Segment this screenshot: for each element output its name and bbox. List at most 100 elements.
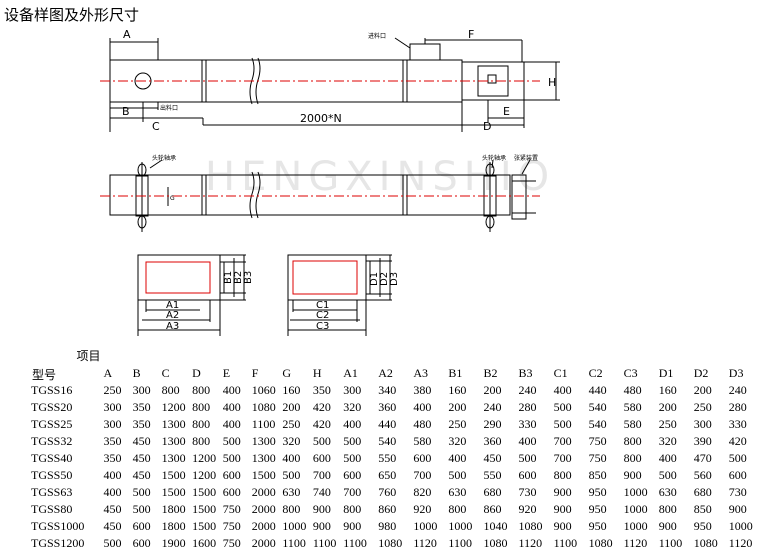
dim-A: A bbox=[123, 28, 131, 41]
value-cell: 360 bbox=[378, 400, 397, 414]
model-cell: TGSS20 bbox=[31, 400, 73, 414]
value-cell: 800 bbox=[192, 417, 211, 431]
value-cell: 800 bbox=[448, 502, 467, 516]
value-cell: 420 bbox=[312, 417, 331, 431]
model-cell: TGSS1200 bbox=[31, 536, 85, 550]
value-cell: 250 bbox=[693, 400, 712, 414]
value-cell: 600 bbox=[343, 468, 362, 482]
value-cell: 1080 bbox=[251, 400, 276, 414]
value-cell: 400 bbox=[518, 434, 537, 448]
value-cell: 1000 bbox=[623, 519, 648, 533]
value-cell: 1000 bbox=[448, 519, 473, 533]
value-cell: 450 bbox=[103, 502, 122, 516]
value-cell: 800 bbox=[343, 502, 362, 516]
value-cell: 240 bbox=[518, 383, 537, 397]
value-cell: 800 bbox=[623, 434, 642, 448]
value-cell: 250 bbox=[658, 417, 677, 431]
head-bearing-label: 头轮轴承 bbox=[152, 154, 176, 162]
value-cell: 450 bbox=[132, 468, 151, 482]
value-cell: 400 bbox=[413, 400, 432, 414]
column-header: D3 bbox=[728, 366, 744, 380]
value-cell: 1300 bbox=[161, 451, 186, 465]
value-cell: 850 bbox=[693, 502, 712, 516]
value-cell: 900 bbox=[658, 519, 677, 533]
column-header: C3 bbox=[623, 366, 638, 380]
value-cell: 900 bbox=[623, 468, 642, 482]
value-cell: 600 bbox=[132, 536, 151, 550]
value-cell: 950 bbox=[588, 519, 607, 533]
value-cell: 630 bbox=[282, 485, 301, 499]
value-cell: 730 bbox=[518, 485, 537, 499]
value-cell: 330 bbox=[728, 417, 747, 431]
value-cell: 800 bbox=[658, 502, 677, 516]
value-cell: 600 bbox=[222, 485, 241, 499]
value-cell: 350 bbox=[132, 417, 151, 431]
value-cell: 1800 bbox=[161, 519, 186, 533]
value-cell: 1300 bbox=[161, 417, 186, 431]
value-cell: 1080 bbox=[483, 536, 508, 550]
value-cell: 300 bbox=[103, 400, 122, 414]
value-cell: 1120 bbox=[728, 536, 753, 550]
value-cell: 330 bbox=[518, 417, 537, 431]
dim-D: D bbox=[483, 120, 491, 133]
value-cell: 400 bbox=[343, 417, 362, 431]
value-cell: 2000 bbox=[251, 485, 276, 499]
value-cell: 950 bbox=[588, 502, 607, 516]
value-cell: 390 bbox=[693, 434, 712, 448]
value-cell: 900 bbox=[553, 502, 572, 516]
value-cell: 1500 bbox=[161, 468, 186, 482]
value-cell: 500 bbox=[343, 451, 362, 465]
value-cell: 800 bbox=[192, 434, 211, 448]
value-cell: 850 bbox=[588, 468, 607, 482]
dim-B1: B1 bbox=[223, 271, 234, 284]
value-cell: 680 bbox=[483, 485, 502, 499]
value-cell: 580 bbox=[623, 417, 642, 431]
column-header: B2 bbox=[483, 366, 498, 380]
value-cell: 650 bbox=[378, 468, 397, 482]
value-cell: 200 bbox=[448, 400, 467, 414]
value-cell: 320 bbox=[282, 434, 301, 448]
value-cell: 800 bbox=[192, 400, 211, 414]
dim-E: E bbox=[503, 105, 510, 118]
value-cell: 600 bbox=[728, 468, 747, 482]
value-cell: 600 bbox=[413, 451, 432, 465]
page-title: 设备样图及外形尺寸 bbox=[4, 6, 140, 24]
column-header: A bbox=[103, 366, 113, 380]
dim-D3: D3 bbox=[389, 272, 400, 286]
value-cell: 540 bbox=[588, 417, 607, 431]
value-cell: 1100 bbox=[448, 536, 472, 550]
value-cell: 300 bbox=[693, 417, 712, 431]
column-header: A2 bbox=[378, 366, 393, 380]
dim-C1: C1 bbox=[316, 300, 329, 311]
value-cell: 600 bbox=[132, 519, 151, 533]
value-cell: 450 bbox=[132, 451, 151, 465]
value-cell: 290 bbox=[483, 417, 502, 431]
value-cell: 860 bbox=[483, 502, 502, 516]
value-cell: 540 bbox=[378, 434, 397, 448]
value-cell: 400 bbox=[222, 400, 241, 414]
side-view bbox=[109, 159, 536, 232]
value-cell: 250 bbox=[103, 383, 122, 397]
value-cell: 280 bbox=[728, 400, 747, 414]
tail-bearing-label: 头轮轴承 bbox=[482, 154, 506, 162]
column-header: A1 bbox=[343, 366, 358, 380]
equipment-drawing: HENGXINSHIO bbox=[100, 28, 560, 336]
model-cell: TGSS80 bbox=[31, 502, 73, 516]
value-cell: 750 bbox=[588, 434, 607, 448]
value-cell: 480 bbox=[413, 417, 432, 431]
value-cell: 730 bbox=[728, 485, 747, 499]
value-cell: 400 bbox=[282, 451, 301, 465]
value-cell: 400 bbox=[658, 451, 677, 465]
value-cell: 1300 bbox=[251, 434, 276, 448]
value-cell: 700 bbox=[413, 468, 432, 482]
value-cell: 320 bbox=[658, 434, 677, 448]
value-cell: 340 bbox=[378, 383, 397, 397]
value-cell: 1600 bbox=[192, 536, 217, 550]
value-cell: 400 bbox=[103, 468, 122, 482]
